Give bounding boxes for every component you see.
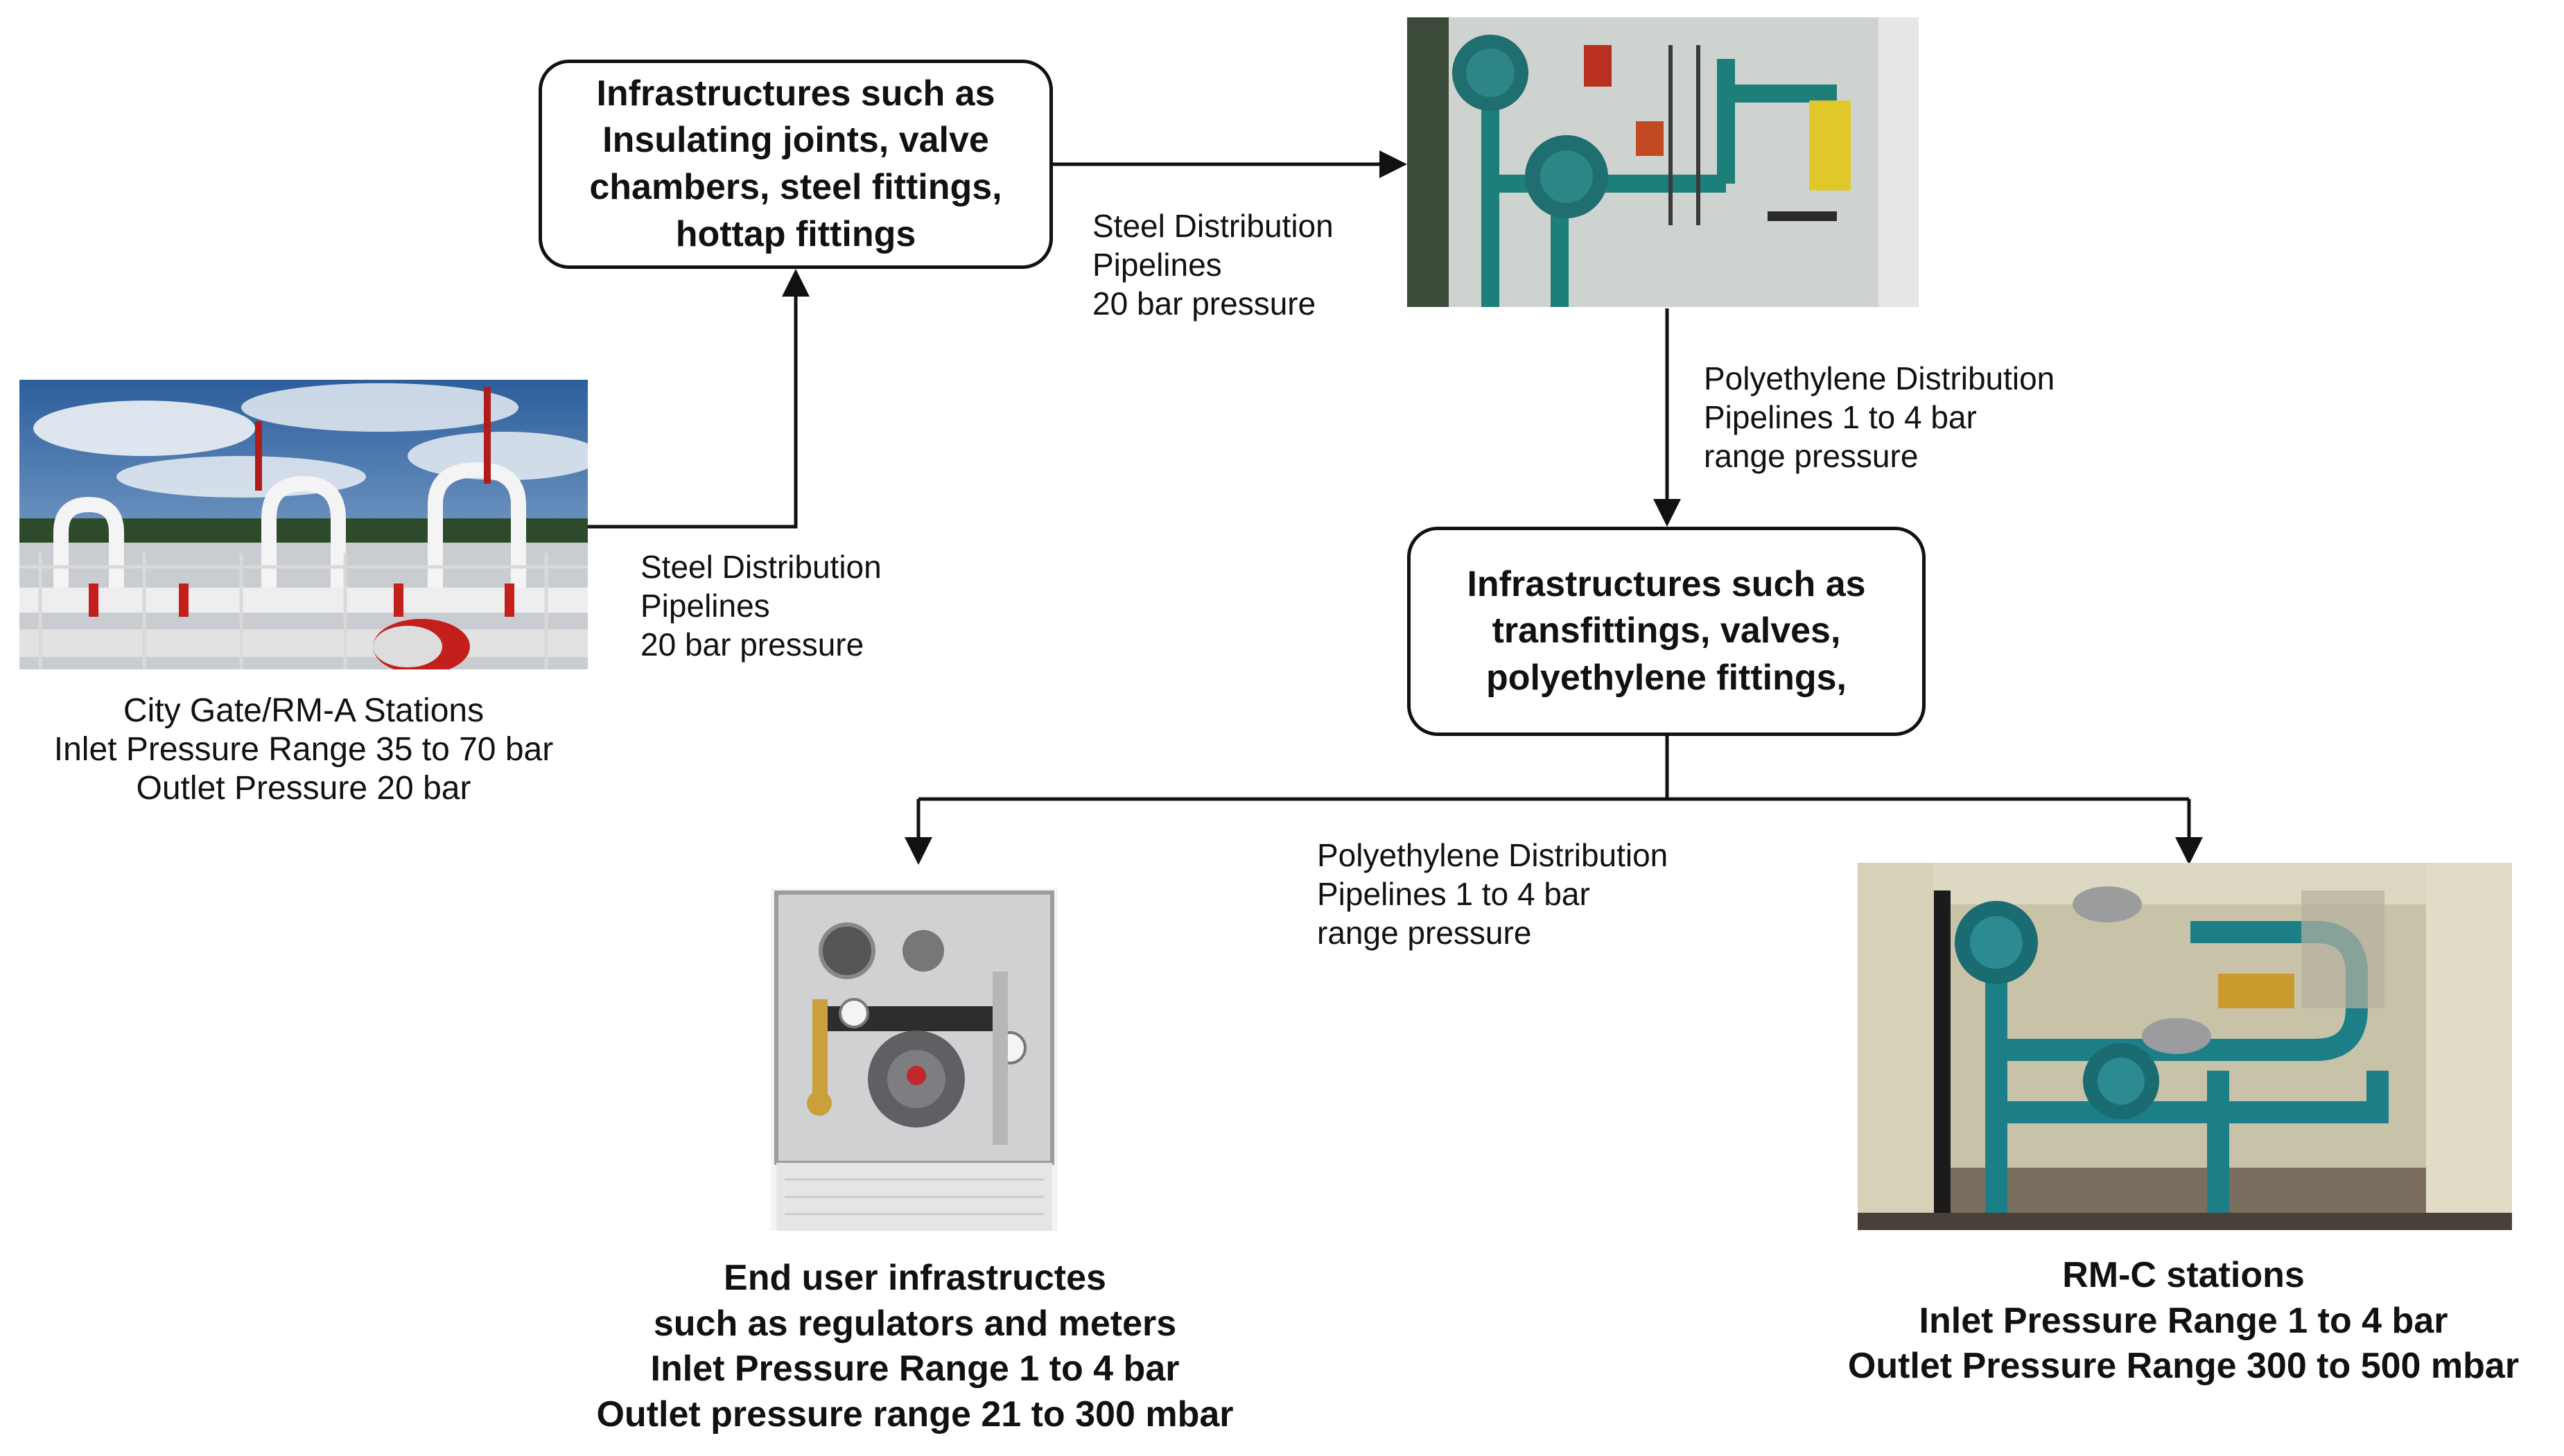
end-user-caption: End user infrastructes such as regulator… — [596, 1258, 1234, 1435]
steel-pipeline-label-upper: Steel Distribution Pipelines 20 bar pres… — [1092, 208, 1334, 322]
arrowhead-up — [782, 269, 810, 297]
rmc-caption: RM-C stations Inlet Pressure Range 1 to … — [1847, 1255, 2520, 1387]
arrowhead-down-left — [905, 837, 932, 865]
end-user-cabinet-photo — [771, 888, 1058, 1231]
steel-infrastructure-text: Infrastructures such as Insulating joint… — [589, 73, 1002, 254]
city-gate-station-photo — [19, 380, 588, 669]
steel-pipeline-label-lower: Steel Distribution Pipelines 20 bar pres… — [640, 549, 882, 663]
polyethylene-infrastructure-box: Infrastructures such as transfittings, v… — [1407, 527, 1926, 736]
arrowhead-down — [1653, 499, 1681, 527]
connector-pe-infra-split — [916, 736, 2191, 844]
steel-regulator-station-photo — [1407, 17, 1919, 307]
steel-infrastructure-box: Infrastructures such as Insulating joint… — [539, 60, 1053, 269]
polyethylene-infrastructure-text: Infrastructures such as transfittings, v… — [1467, 563, 1866, 698]
arrowhead-right — [1379, 150, 1407, 178]
polyethylene-pipeline-label-upper: Polyethylene Distribution Pipelines 1 to… — [1704, 360, 2055, 475]
polyethylene-pipeline-label-lower: Polyethylene Distribution Pipelines 1 to… — [1317, 837, 1668, 951]
connector-citygate-to-steel-infra — [588, 291, 798, 529]
rmc-station-photo — [1858, 863, 2512, 1230]
city-gate-caption: City Gate/RM-A Stations Inlet Pressure R… — [53, 692, 554, 807]
arrowhead-down-right — [2175, 837, 2203, 865]
